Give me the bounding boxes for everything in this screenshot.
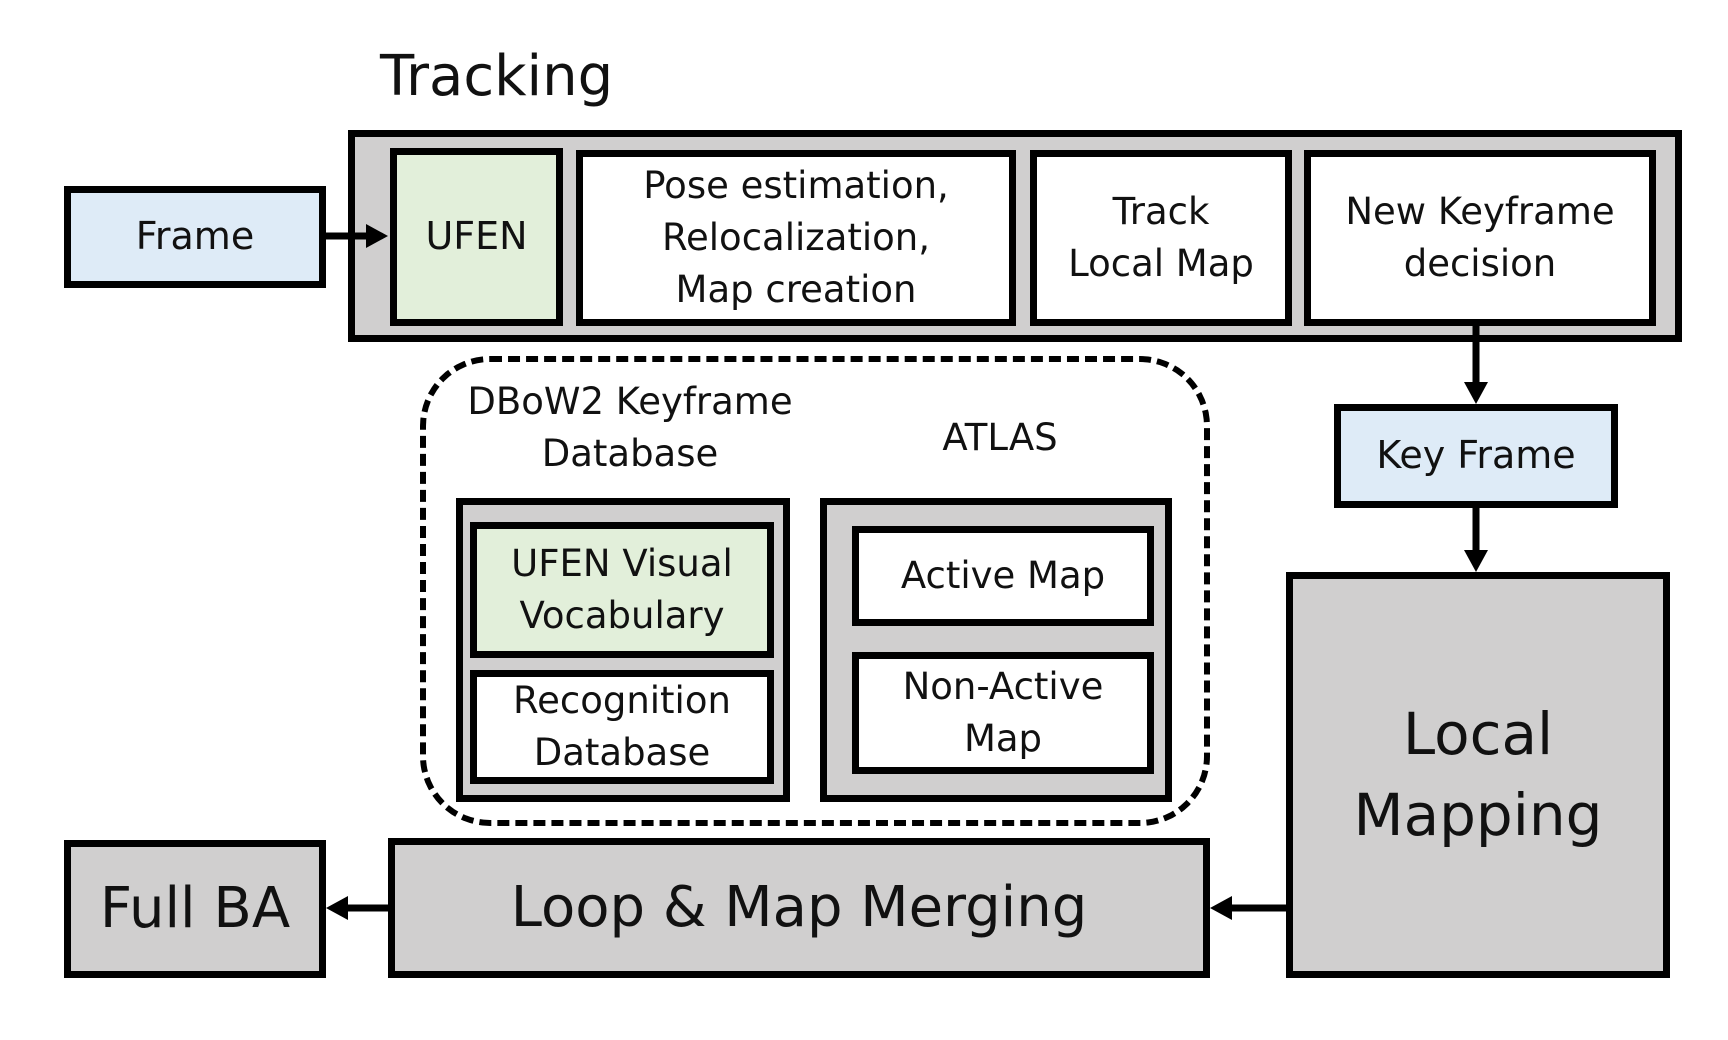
recognition-database-box: Recognition Database bbox=[470, 670, 774, 784]
arrowhead-localmapping-to-loop bbox=[1210, 896, 1232, 920]
arrowhead-keyframe-to-localmapping bbox=[1464, 550, 1488, 572]
non-active-map-label: Non-Active Map bbox=[902, 665, 1104, 760]
arrowhead-loop-to-fullba bbox=[326, 896, 348, 920]
new-keyframe-decision-box: New Keyframe decision bbox=[1304, 150, 1656, 326]
local-mapping-label: Local Mapping bbox=[1353, 699, 1603, 849]
full-ba-box: Full BA bbox=[64, 840, 326, 978]
ufen-label: UFEN bbox=[425, 214, 528, 259]
arrowhead-frame-to-ufen bbox=[366, 224, 388, 248]
ufen-visual-vocabulary-box: UFEN Visual Vocabulary bbox=[470, 522, 774, 658]
active-map-label: Active Map bbox=[900, 554, 1106, 598]
key-frame-box: Key Frame bbox=[1334, 404, 1618, 508]
loop-map-merging-box: Loop & Map Merging bbox=[388, 838, 1210, 978]
loop-map-merging-label: Loop & Map Merging bbox=[510, 874, 1088, 940]
non-active-map-box: Non-Active Map bbox=[852, 652, 1154, 774]
pose-estimation-box: Pose estimation, Relocalization, Map cre… bbox=[576, 150, 1016, 326]
ufen-box: UFEN bbox=[390, 148, 563, 326]
track-local-map-box: Track Local Map bbox=[1030, 150, 1292, 326]
frame-box: Frame bbox=[64, 186, 326, 288]
pose-estimation-label: Pose estimation, Relocalization, Map cre… bbox=[643, 164, 949, 311]
new-keyframe-decision-label: New Keyframe decision bbox=[1345, 190, 1615, 285]
dbow2-database-title: DBoW2 Keyframe Database bbox=[467, 380, 793, 475]
ufen-visual-vocabulary-label: UFEN Visual Vocabulary bbox=[511, 542, 733, 637]
frame-label: Frame bbox=[135, 214, 255, 259]
recognition-database-label: Recognition Database bbox=[513, 679, 731, 774]
atlas-title: ATLAS bbox=[942, 416, 1058, 459]
map-storage-group bbox=[420, 356, 1210, 826]
track-local-map-label: Track Local Map bbox=[1068, 190, 1254, 285]
local-mapping-box: Local Mapping bbox=[1286, 572, 1670, 978]
full-ba-label: Full BA bbox=[99, 875, 291, 941]
arrowhead-decision-to-keyframe bbox=[1464, 382, 1488, 404]
active-map-box: Active Map bbox=[852, 526, 1154, 626]
key-frame-label: Key Frame bbox=[1376, 433, 1576, 478]
tracking-title: Tracking bbox=[380, 44, 614, 109]
